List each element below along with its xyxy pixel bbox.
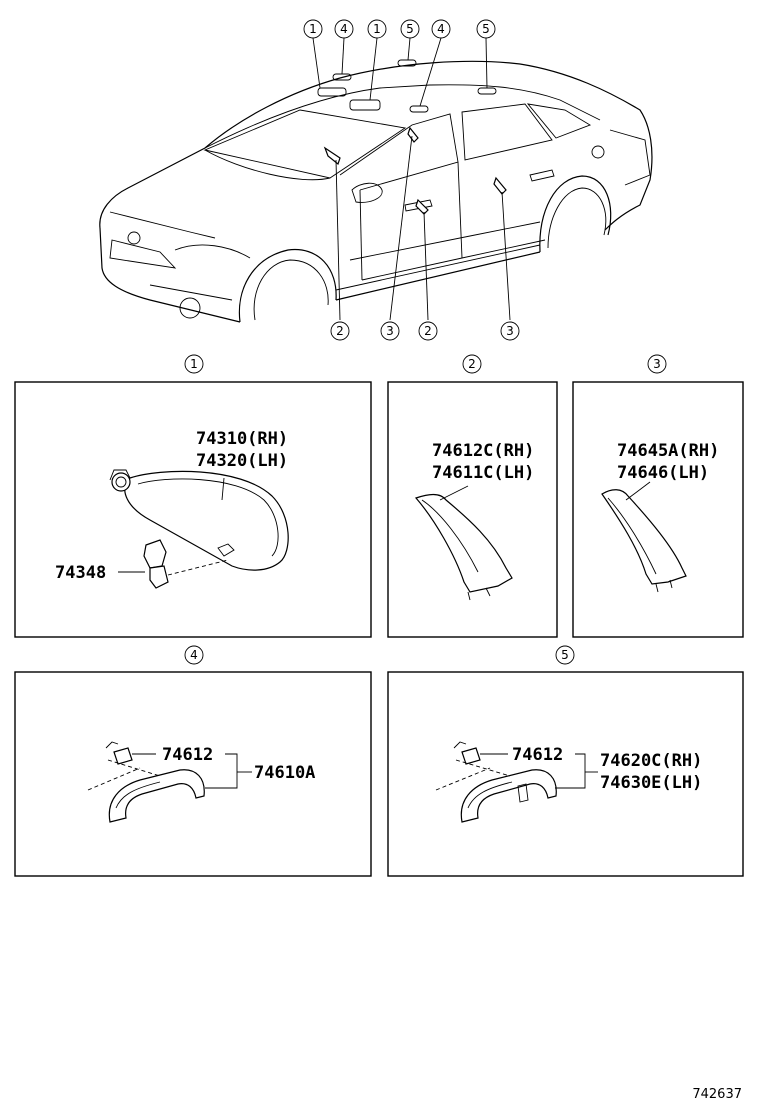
label-74610a: 74610A — [254, 763, 315, 783]
section-callout-4-text: 4 — [190, 648, 198, 662]
label-74612-hook: 74612 — [512, 745, 563, 765]
callout-top-6: 5 — [482, 22, 490, 36]
callout-circle — [400, 19, 420, 39]
center-pillar-drawing — [601, 481, 687, 593]
panel-front-pillar — [387, 381, 558, 638]
section-callout-2 — [462, 354, 482, 374]
panel-center-pillar — [572, 381, 744, 638]
callout-bottom-4: 3 — [506, 324, 514, 338]
callout-top-5: 4 — [437, 22, 445, 36]
section-callout-1 — [184, 354, 204, 374]
section-callout-4 — [184, 645, 204, 665]
callout-bottom-1: 2 — [336, 324, 344, 338]
callout-circle — [476, 19, 496, 39]
callout-circle — [334, 19, 354, 39]
callout-circle — [380, 321, 400, 341]
callout-top-1: 1 — [309, 22, 317, 36]
label-74310: 74310(RH) — [196, 429, 288, 449]
section-callout-2-text: 2 — [468, 357, 476, 371]
label-74646: 74646(LH) — [617, 463, 709, 483]
section-callout-3-text: 3 — [653, 357, 661, 371]
callout-circle — [330, 321, 350, 341]
assist-grip-hook-drawing — [435, 741, 598, 823]
front-pillar-drawing — [414, 485, 513, 601]
label-74611c: 74611C(LH) — [432, 463, 534, 483]
callout-circle — [367, 19, 387, 39]
sun-visor-drawing — [109, 469, 289, 589]
callout-circle — [303, 19, 323, 39]
callout-top-3: 1 — [373, 22, 381, 36]
section-callout-3 — [647, 354, 667, 374]
callout-circle — [500, 321, 520, 341]
callout-top-4: 5 — [406, 22, 414, 36]
label-74645a: 74645A(RH) — [617, 441, 719, 461]
section-callout-1-text: 1 — [190, 357, 198, 371]
label-74612c: 74612C(RH) — [432, 441, 534, 461]
section-callout-5-text: 5 — [561, 648, 569, 662]
bottom-callouts: 2 3 2 3 — [330, 321, 520, 341]
label-74630e: 74630E(LH) — [600, 773, 702, 793]
panel-sun-visor — [14, 381, 372, 638]
panel-assist-grip — [14, 671, 372, 877]
panel-assist-grip-hook — [387, 671, 744, 877]
label-74612-grip: 74612 — [162, 745, 213, 765]
label-74348: 74348 — [55, 563, 106, 583]
callout-circle — [418, 321, 438, 341]
label-74320: 74320(LH) — [196, 451, 288, 471]
section-callout-5 — [555, 645, 575, 665]
top-callouts: 1 4 1 5 4 5 — [303, 19, 496, 39]
callout-top-2: 4 — [340, 22, 348, 36]
callout-circle — [431, 19, 451, 39]
car-illustration — [99, 37, 653, 323]
assist-grip-drawing — [87, 741, 252, 823]
label-74620c: 74620C(RH) — [600, 751, 702, 771]
callout-bottom-2: 3 — [386, 324, 394, 338]
callout-bottom-3: 2 — [424, 324, 432, 338]
diagram-reference-number: 742637 — [692, 1087, 742, 1102]
